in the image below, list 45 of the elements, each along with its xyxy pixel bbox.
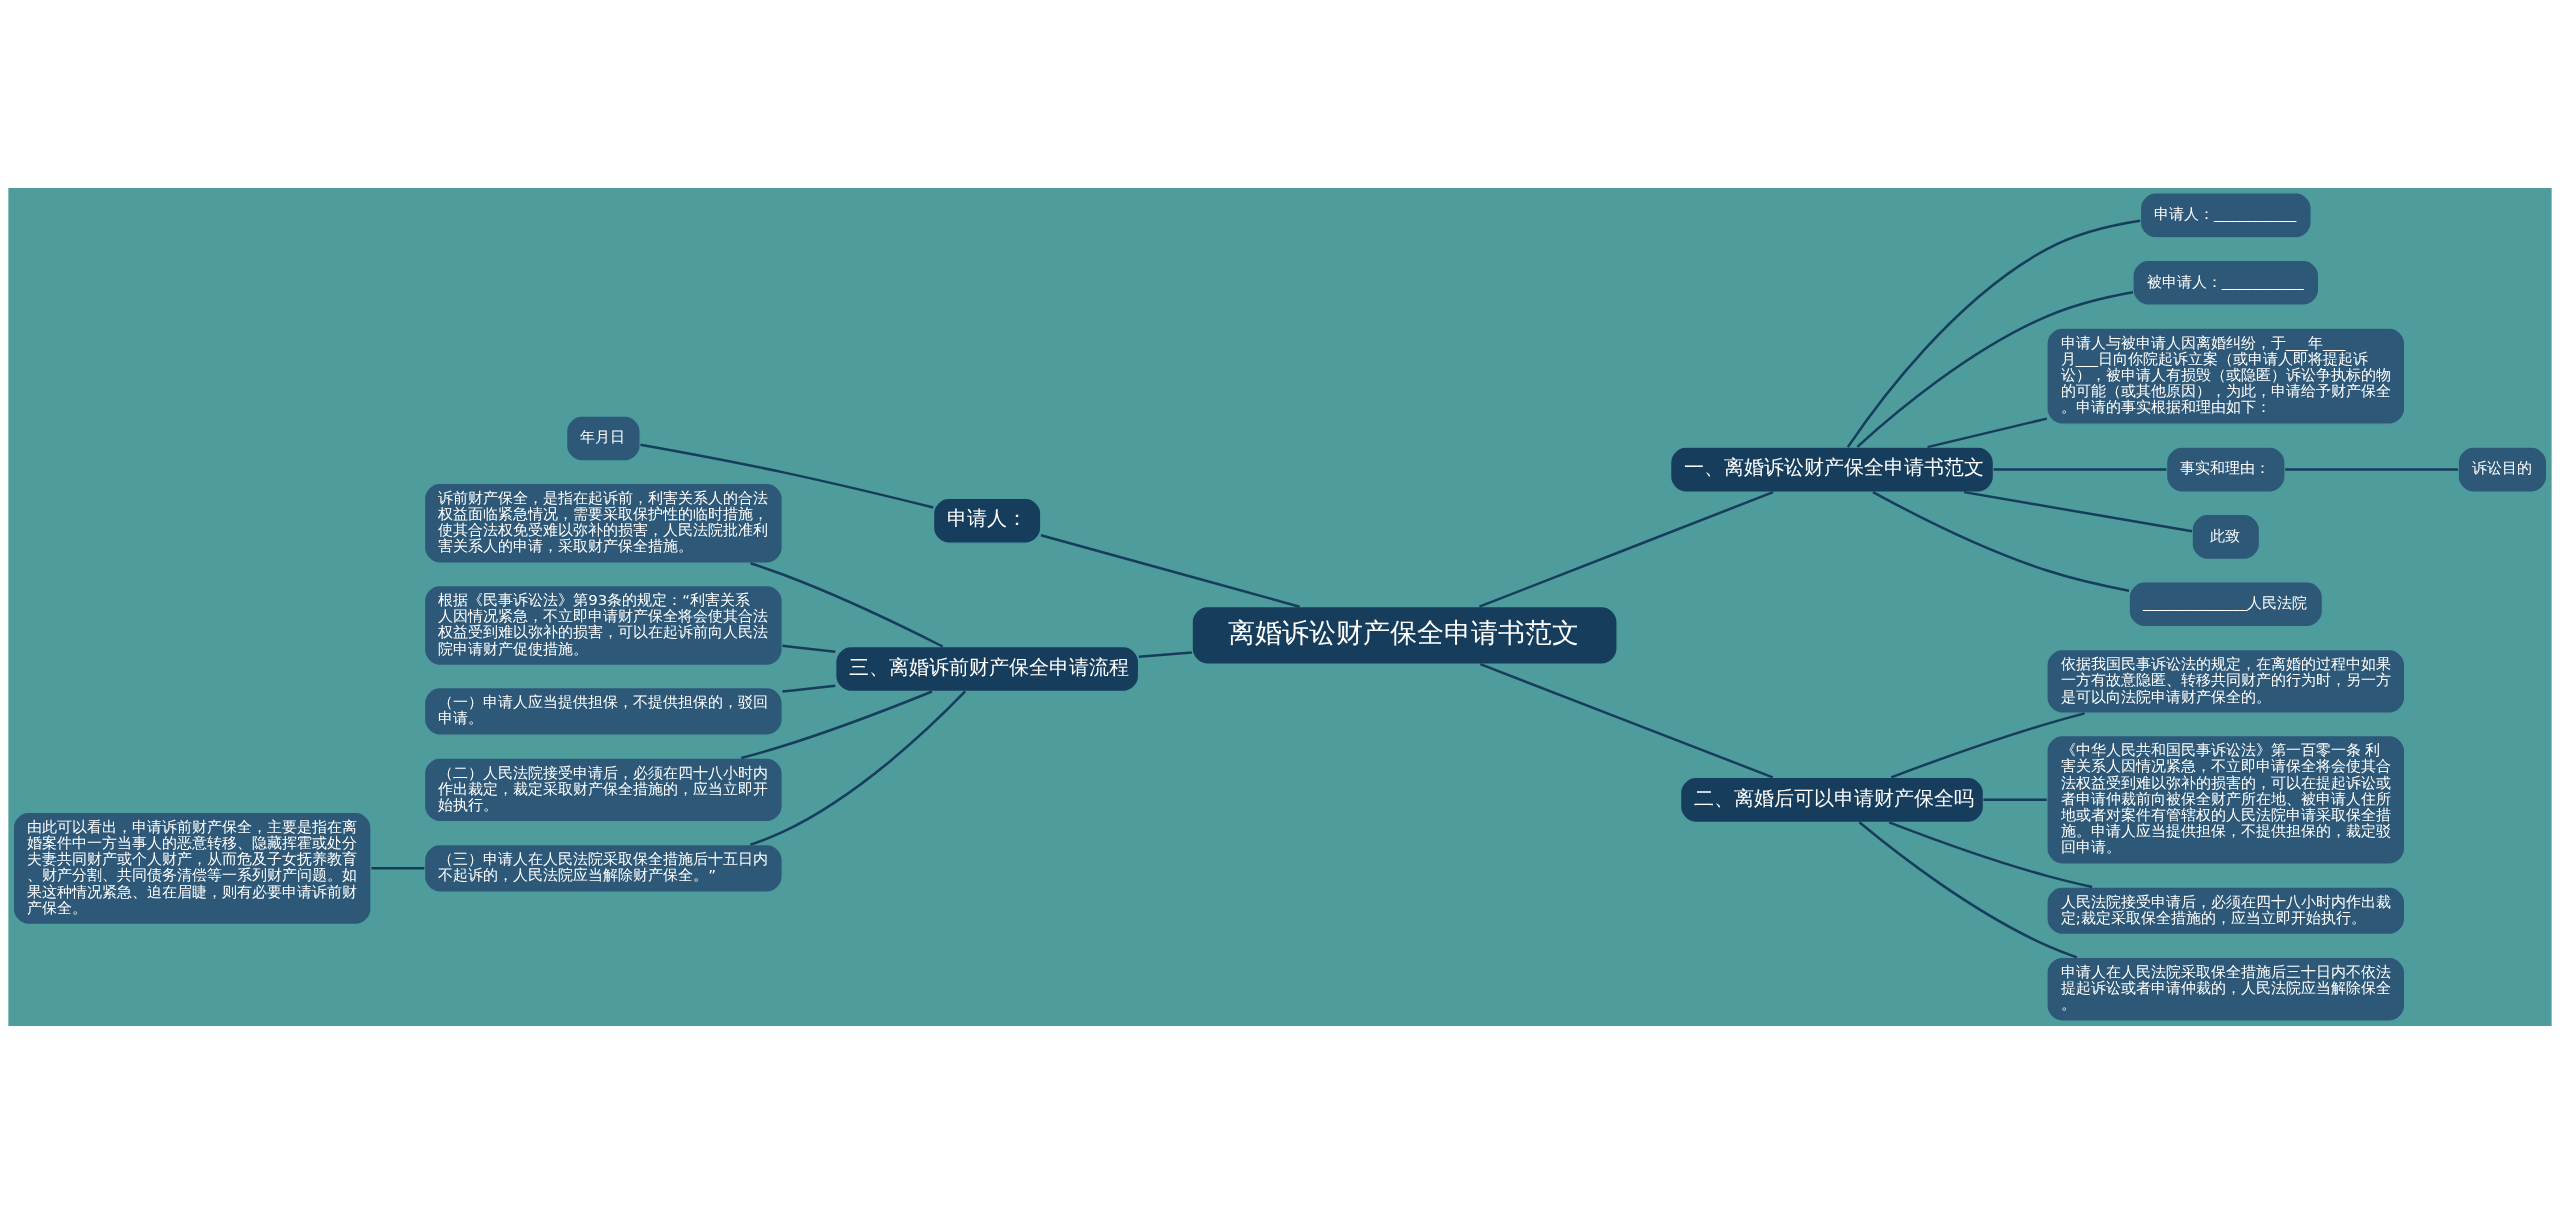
node-box: 人民法院接受申请后，必须在四十八小时内作出裁定;裁定采取保全措施的，应当立即开始执行。	[2046, 885, 2406, 935]
connector	[1993, 467, 2167, 471]
connector	[2285, 467, 2458, 471]
node-box: 由此可以看出，申请诉前财产保全，主要是指在离婚案件中一方当事人的恶意转移、隐藏挥霍或处分夫妻共同财产或个人财产，从而危及子女抚养教育、财产分割、共同债务清偿等一系列财产问题。如果这种情况紧急、迫在眉睫，则有必要申请诉前财产保全。	[12, 811, 372, 925]
connector	[782, 684, 836, 693]
connector	[1040, 533, 1300, 608]
connector	[1479, 662, 1774, 779]
node-box: 被申请人：___________	[2132, 259, 2320, 306]
node-box: 此致	[2191, 513, 2261, 560]
node-box: 申请人：	[932, 497, 1042, 544]
node-box: 年月日	[566, 414, 641, 462]
node-box: （二）人民法院接受申请后，必须在四十八小时内作出裁定，裁定采取财产保全措施的，应当立即开始执行。	[423, 756, 783, 822]
connector	[750, 561, 944, 648]
node-box: 一、离婚诉讼财产保全申请书范文	[1670, 446, 1994, 493]
connector	[1963, 490, 2193, 533]
node-box: 根据《民事诉讼法》第93条的规定：“利害关系人因情况紧急，不立即申请财产保全将会使其合法权益受到难以弥补的损害，可以在起诉前向人民法院申请财产促使措施。	[423, 584, 783, 666]
connector	[782, 644, 836, 653]
node-box: 诉前财产保全，是指在起诉前，利害关系人的合法权益面临紧急情况，需要采取保护性的临时措施，使其合法权免受难以弥补的损害，人民法院批准利害关系人的申请，采取财产保全措施。	[423, 482, 783, 564]
connector	[1138, 650, 1192, 658]
node-box: （三）申请人在人民法院采取保全措施后十五日内不起诉的，人民法院应当解除财产保全。”	[423, 843, 783, 893]
connector	[1872, 490, 2130, 592]
connector	[1983, 798, 2047, 801]
connector	[1927, 416, 2048, 448]
connector	[1888, 820, 2093, 888]
connector	[1858, 820, 2078, 958]
node-box: 二、离婚后可以申请财产保全吗	[1680, 776, 1985, 823]
node-box: ______________人民法院	[2128, 580, 2323, 627]
connector	[740, 689, 933, 759]
connector	[1846, 219, 2141, 448]
node-box: 申请人在人民法院采取保全措施后三十日内不依法提起诉讼或者申请仲裁的，人民法院应当解除保全。	[2046, 956, 2406, 1022]
node-box: 事实和理由：	[2165, 446, 2286, 493]
connector	[1478, 490, 1774, 608]
node-box: 《中华人民共和国民事诉讼法》第一百零一条 利害关系人因情况紧急，不立即申请保全将会使其合法权益受到难以弥补的损害的，可以在提起诉讼或者申请仲裁前向被保全财产所在地、被申请人住所地或者对案件有管辖权的人民法院申请采取保全措施。申请人应当提供担保，不提供担保的，裁定驳回申请。	[2046, 734, 2406, 865]
connector	[1856, 290, 2134, 448]
connector	[1890, 711, 2085, 778]
connector	[640, 443, 934, 509]
node-box: 诉讼目的	[2457, 446, 2548, 493]
connector	[750, 690, 966, 846]
node-box: 申请人：___________	[2139, 191, 2312, 238]
node-box: 申请人与被申请人因离婚纠纷，于___年___月___日向你院起诉立案（或申请人即将提起诉讼），被申请人有损毁（或隐匿）诉讼争执标的物的可能（或其他原因），为此，申请给予财产保全。申请的事实根据和理由如下：	[2046, 327, 2406, 425]
node-box: 离婚诉讼财产保全申请书范文	[1191, 605, 1618, 665]
connector	[371, 866, 425, 870]
node-box: 依据我国民事诉讼法的规定，在离婚的过程中如果一方有故意隐匿、转移共同财产的行为时，另一方是可以向法院申请财产保全的。	[2046, 648, 2406, 714]
node-box: 三、离婚诉前财产保全申请流程	[835, 645, 1140, 692]
node-box: （一）申请人应当提供担保，不提供担保的，驳回申请。	[423, 686, 783, 736]
